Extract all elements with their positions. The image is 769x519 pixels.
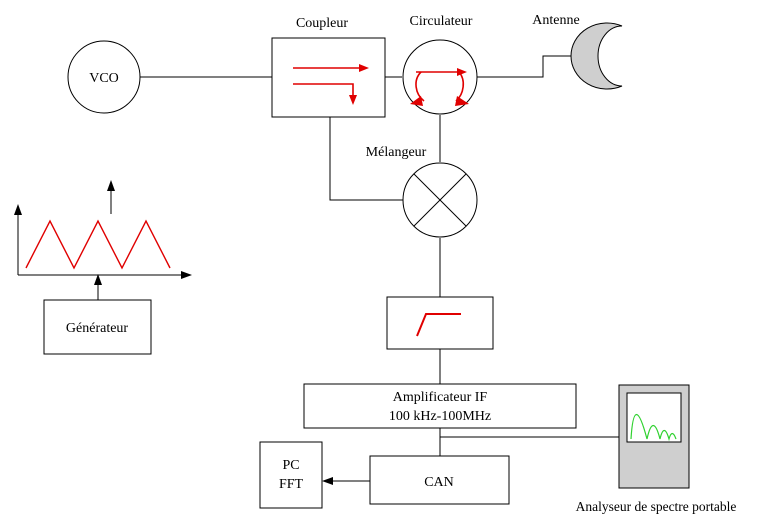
generator-arrowhead (94, 274, 102, 285)
analyzer-label: Analyseur de spectre portable (576, 499, 737, 514)
triangle-waveform-plot (14, 180, 192, 279)
pc-arrowhead (322, 477, 333, 485)
coupler-block: Coupleur (271, 16, 386, 118)
vco-label: VCO (89, 71, 119, 86)
highpass-filter-block (386, 296, 494, 350)
spectrum-screen (626, 392, 682, 443)
generator-block: Générateur (43, 299, 152, 355)
pc-fft-block: PC FFT (259, 441, 323, 509)
highpass-filter-icon (416, 313, 461, 337)
amplifier-label-line2: 100 kHz-100MHz (389, 409, 491, 424)
adc-block: CAN (369, 455, 510, 505)
if-amplifier-block: Amplificateur IF 100 kHz-100MHz (303, 383, 577, 429)
fft-label: FFT (279, 477, 304, 492)
spectrum-trace-icon (630, 414, 677, 442)
spectrum-analyzer-block: Analyseur de spectre portable (576, 384, 737, 514)
triangle-waveform-icon (25, 219, 171, 270)
mixer-block: Mélangeur (366, 145, 478, 238)
pc-label: PC (282, 458, 299, 473)
connection-wires (97, 55, 619, 482)
amplifier-label-line1: Amplificateur IF (393, 390, 488, 405)
antenna-label: Antenne (532, 13, 579, 28)
antenna-block: Antenne (532, 13, 623, 90)
antenna-icon (570, 22, 623, 90)
mixer-label: Mélangeur (366, 145, 427, 160)
vco-block: VCO (67, 40, 141, 114)
generator-label: Générateur (66, 321, 129, 336)
circulator-block: Circulateur (402, 14, 478, 115)
coupler-label: Coupleur (296, 16, 348, 31)
circulator-label: Circulateur (410, 14, 473, 29)
can-label: CAN (424, 475, 454, 490)
